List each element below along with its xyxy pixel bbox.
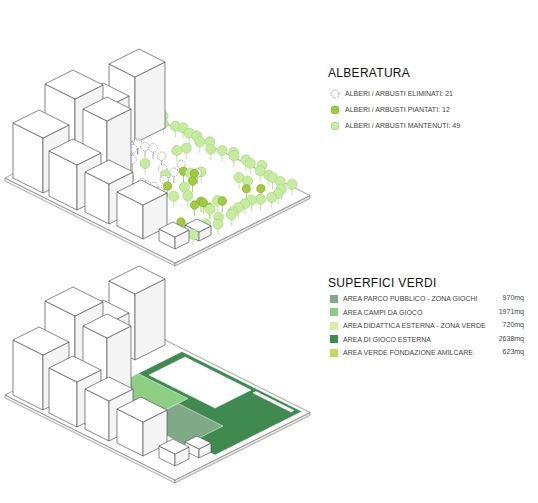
tree-crown [181, 143, 191, 153]
legend-text: AREA CAMPI DA GIOCO [343, 309, 422, 316]
section-title: SUPERFICI VERDI [328, 276, 437, 290]
tree-crown [217, 145, 227, 155]
building-roof [159, 439, 189, 454]
legend-tree-symbol [330, 121, 340, 131]
area-value: 2638mq [499, 335, 524, 342]
tree-crown [141, 142, 149, 150]
area-value: 720mq [503, 321, 524, 328]
legend-text: AREA PARCO PUBBLICO - ZONA GIOCHI [343, 295, 477, 302]
tree-crown [190, 201, 198, 209]
building-roof [45, 287, 103, 316]
tree-crown [229, 151, 239, 161]
tree-crown [218, 197, 226, 205]
tree-crown [157, 152, 165, 160]
legend-swatch [330, 335, 338, 343]
legend-row: AREA DIDATTICA ESTERNA - ZONA VERDE [330, 320, 486, 331]
legend-row: ALBERI / ARBUSTI PIANTATI: 12 [330, 104, 450, 115]
area-value: 970mq [503, 294, 524, 301]
legend-text: AREA VERDE FONDAZIONE AMILCARE [343, 349, 473, 356]
legend-row: AREA VERDE FONDAZIONE AMILCARE [330, 347, 473, 358]
tree-crown [170, 168, 178, 176]
tree-crown [213, 219, 223, 229]
area-value: 1971mq [499, 308, 524, 315]
tree-crown [140, 159, 150, 169]
path-strip [253, 392, 294, 413]
building-roof [83, 97, 131, 121]
legend-row: ALBERI / ARBUSTI ELIMINATI: 21 [330, 88, 453, 99]
legend-row: AREA DI GIOCO ESTERNA [330, 334, 431, 345]
legend-row: AREA CAMPI DA GIOCO [330, 307, 422, 318]
tree-crown [172, 146, 182, 156]
building-roof [49, 356, 101, 382]
legend-row: ALBERI / ARBUSTI MANTENUTI: 49 [330, 120, 460, 131]
tree-crown [267, 192, 277, 202]
tree-crown [183, 191, 193, 201]
plate [5, 328, 310, 481]
legend-text: AREA DI GIOCO ESTERNA [343, 336, 431, 343]
building-roof [159, 222, 189, 237]
plate-side [175, 196, 310, 267]
building-roof [117, 180, 167, 205]
legend-swatch [330, 308, 338, 316]
tree-crown [188, 177, 196, 185]
green-areas-diagram [5, 266, 310, 483]
building-roof [13, 110, 69, 138]
tree-crown [257, 184, 265, 192]
tree-crown [149, 144, 157, 152]
legend-row: AREA PARCO PUBBLICO - ZONA GIOCHI [330, 293, 477, 304]
building-roof [45, 70, 103, 99]
building-roof [117, 397, 167, 422]
tree-crown [255, 194, 265, 204]
building-roof [109, 49, 165, 77]
building-roof [49, 139, 101, 165]
legend-swatch [330, 349, 338, 357]
tree-crown [206, 144, 216, 154]
legend-swatch [330, 295, 338, 303]
legend-text: ALBERI / ARBUSTI ELIMINATI: 21 [345, 90, 453, 97]
tree-crown [226, 209, 236, 219]
legend-text: AREA DIDATTICA ESTERNA - ZONA VERDE [343, 322, 486, 329]
legend-tree-symbol [330, 105, 340, 115]
tree-crown [163, 182, 171, 190]
tree-diagram [5, 49, 310, 266]
legend-text: ALBERI / ARBUSTI MANTENUTI: 49 [345, 122, 460, 129]
section-title: ALBERATURA [328, 66, 410, 80]
building-roof [83, 314, 131, 338]
tree-crown [287, 179, 297, 189]
tree-crown [195, 137, 205, 147]
legend-swatch [330, 322, 338, 330]
tree-crown [190, 169, 198, 177]
area-value: 623mq [503, 348, 524, 355]
building-roof [85, 377, 133, 401]
building-roof [13, 327, 69, 355]
legend-text: ALBERI / ARBUSTI PIANTATI: 12 [345, 106, 450, 113]
building-roof [85, 160, 133, 184]
plate [5, 111, 310, 264]
tree-crown [205, 204, 215, 214]
tree-crown [245, 158, 255, 168]
tree-crown [242, 185, 250, 193]
legend-tree-symbol [330, 89, 340, 99]
tree-crown [188, 229, 198, 239]
tree-crown [169, 191, 179, 201]
building-roof [109, 266, 165, 294]
